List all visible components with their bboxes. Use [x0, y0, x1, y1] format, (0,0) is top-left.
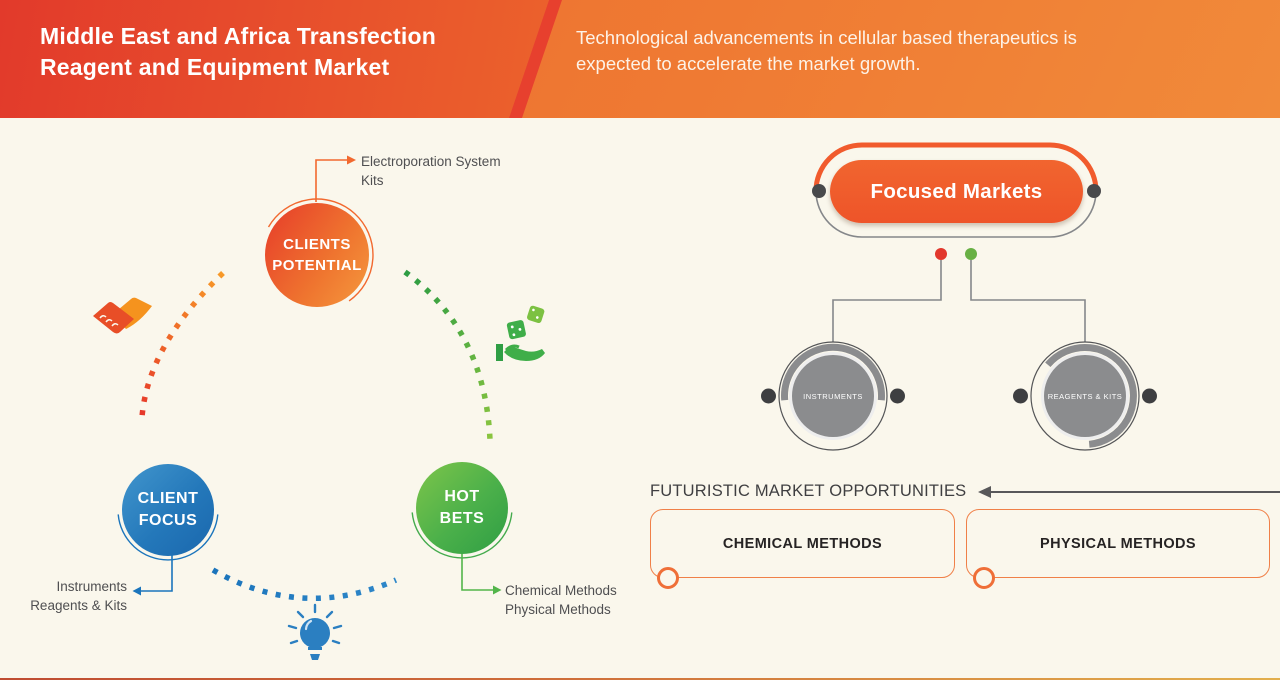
corner-ring-icon — [973, 567, 995, 589]
electroporation-connector — [315, 159, 347, 202]
callout-instruments: Instruments Reagents & Kits — [30, 579, 127, 613]
reagents-dot-right — [1142, 388, 1157, 404]
green-branch-dot — [965, 248, 977, 260]
reagents-branch-line — [970, 260, 1086, 342]
callout-electroporation: Electroporation System Kits — [361, 154, 501, 188]
lightbulb-icon — [287, 603, 343, 660]
methods-arrow-icon — [493, 585, 502, 595]
green-dotted-arc — [403, 269, 493, 441]
instruments-dot-left — [761, 388, 776, 404]
heading-arrow-icon — [978, 486, 991, 498]
chemical-methods-box: CHEMICAL METHODS — [650, 509, 955, 589]
instruments-node: INSTRUMENTS — [789, 352, 877, 440]
page-title: Middle East and Africa Transfection Reag… — [40, 23, 436, 80]
corner-ring-icon — [657, 567, 679, 589]
focused-markets-pill: Focused Markets — [830, 160, 1083, 223]
futuristic-opportunities-heading: FUTURISTIC MARKET OPPORTUNITIES — [650, 482, 967, 500]
bottom-accent-line — [0, 677, 1280, 680]
instruments-dot-right — [890, 388, 905, 404]
header-left-background — [0, 0, 549, 118]
orange-dotted-arc — [139, 271, 225, 418]
physical-methods-box: PHYSICAL METHODS — [966, 509, 1270, 589]
reagents-dot-left — [1013, 388, 1028, 404]
instruments-arrow-icon — [132, 586, 141, 596]
clients-potential-node: CLIENTS POTENTIAL — [265, 203, 369, 307]
chemical-methods-label: CHEMICAL METHODS — [722, 535, 883, 552]
ring-end-dot-right — [1087, 184, 1101, 198]
methods-connector — [461, 554, 493, 591]
callout-methods: Chemical Methods Physical Methods — [505, 583, 617, 617]
page-subtitle: Technological advancements in cellular b… — [576, 27, 1077, 74]
dice-hand-icon — [496, 305, 545, 361]
reagents-kits-node: REAGENTS & KITS — [1041, 352, 1129, 440]
client-focus-node: CLIENT FOCUS — [122, 464, 214, 556]
header-banner: Middle East and Africa Transfection Reag… — [0, 0, 1280, 118]
electroporation-arrow-icon — [347, 155, 356, 165]
handshake-icon — [93, 297, 152, 334]
ring-end-dot-left — [812, 184, 826, 198]
instruments-connector — [141, 554, 173, 592]
blue-dotted-arc — [211, 567, 398, 601]
hot-bets-node: HOT BETS — [416, 462, 508, 554]
physical-methods-label: PHYSICAL METHODS — [1040, 535, 1196, 552]
instruments-branch-line — [832, 260, 942, 342]
red-branch-dot — [935, 248, 947, 260]
